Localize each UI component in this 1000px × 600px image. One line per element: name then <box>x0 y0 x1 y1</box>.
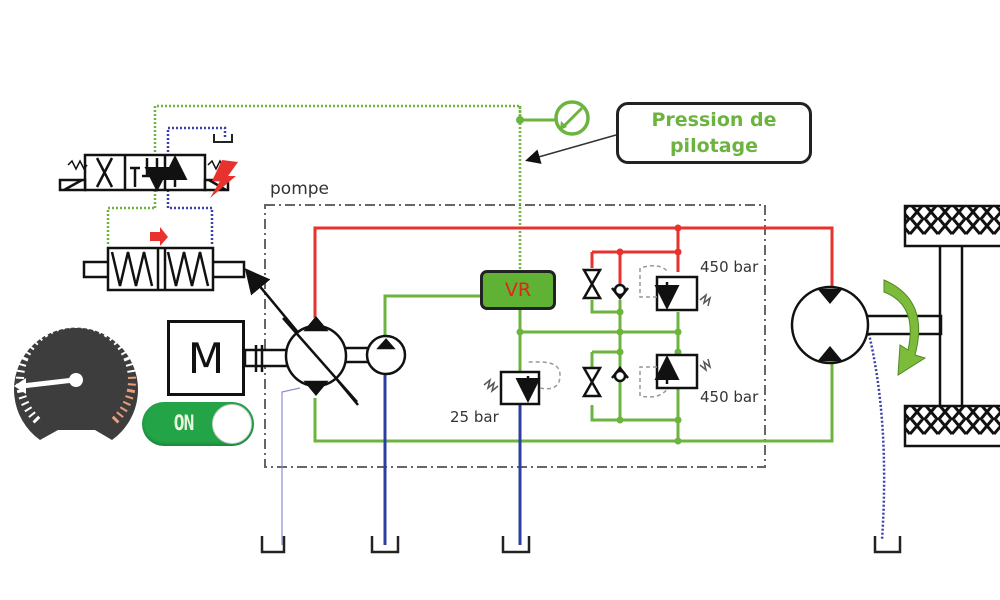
gauge-tick <box>116 411 124 418</box>
variable-displacement-pump <box>282 316 382 403</box>
gauge-tick <box>61 321 65 330</box>
gauge-tick <box>54 323 59 332</box>
gauge-tick <box>41 329 49 338</box>
relief-valve-lower-label: 450 bar <box>700 388 759 406</box>
power-toggle[interactable]: ON <box>142 402 254 446</box>
motor-label: M <box>187 333 225 383</box>
gauge-tick <box>120 349 129 356</box>
vr-label: VR <box>504 279 532 301</box>
gauge-tick <box>117 343 126 351</box>
gauge-tick <box>126 388 136 394</box>
gauge-tick <box>18 395 27 400</box>
callout-line-2: pilotage <box>669 135 759 157</box>
relief-valve-upper <box>639 265 712 312</box>
check-valves <box>611 283 629 383</box>
gauge-tick <box>109 333 116 342</box>
electric-solenoid-icon <box>210 160 238 198</box>
gauge-tick <box>125 395 134 400</box>
gauge-tick <box>47 326 54 335</box>
tanks <box>260 536 902 554</box>
toggle-knob[interactable] <box>212 404 252 444</box>
electric-motor: M <box>167 320 245 396</box>
gauge-tick <box>32 415 41 424</box>
gauge-tick <box>19 355 29 362</box>
toggle-label: ON <box>173 411 195 435</box>
gauge-tick <box>36 333 43 342</box>
relief-valve-upper-label: 450 bar <box>700 258 759 276</box>
pump-group-frame <box>264 204 766 468</box>
gauge-tick <box>122 400 131 407</box>
directional-valve <box>58 153 230 192</box>
gauge-tick <box>93 323 98 332</box>
gauge-tick <box>23 349 32 356</box>
servo-direction-arrow-icon <box>150 227 168 246</box>
pilot-lines <box>106 104 522 270</box>
rotation-arrow-icon <box>883 279 927 376</box>
gauge-tick <box>123 355 133 362</box>
gauge-tick <box>26 343 35 351</box>
gauge-tick <box>127 383 136 386</box>
gauge-tick <box>98 326 105 335</box>
charge-relief-valve <box>483 361 561 406</box>
gauge-tick <box>111 415 120 424</box>
servo-cylinder <box>82 246 246 292</box>
gauge-tick <box>21 400 30 407</box>
gauge-tick <box>31 338 39 346</box>
gauge-tick <box>17 362 27 367</box>
relief-valve-lower <box>639 353 712 398</box>
gauge-tick <box>81 320 85 329</box>
gauge-tick <box>127 369 136 373</box>
charge-relief-label: 25 bar <box>450 408 500 426</box>
drain-lines <box>383 372 522 545</box>
drain-dotted-lines <box>166 126 886 541</box>
gauge-tick <box>67 320 71 329</box>
callout-line-1: Pression de <box>651 109 777 131</box>
gauge-tick <box>119 406 128 413</box>
vr-valve: VR <box>480 270 556 310</box>
gauge-tick <box>125 362 135 367</box>
charge-pump <box>365 334 407 376</box>
case-drain-line <box>281 387 301 545</box>
anti-cavitation-valves <box>581 268 603 398</box>
gauge-tick <box>24 406 33 413</box>
tank-symbol-small <box>213 134 233 143</box>
gauge-tick <box>28 411 36 418</box>
pilot-pressure-callout: Pression de pilotage <box>616 102 812 164</box>
callout-arrow <box>525 134 617 164</box>
pump-group-label: pompe <box>270 179 329 199</box>
gauge-tick <box>113 338 121 346</box>
gauge-tick <box>16 369 25 373</box>
gauge-tick <box>87 321 91 330</box>
hydraulic-motor <box>790 285 943 365</box>
gauge-tick <box>103 329 111 338</box>
wheel-axle <box>903 204 1000 448</box>
speed-gauge <box>14 320 139 440</box>
